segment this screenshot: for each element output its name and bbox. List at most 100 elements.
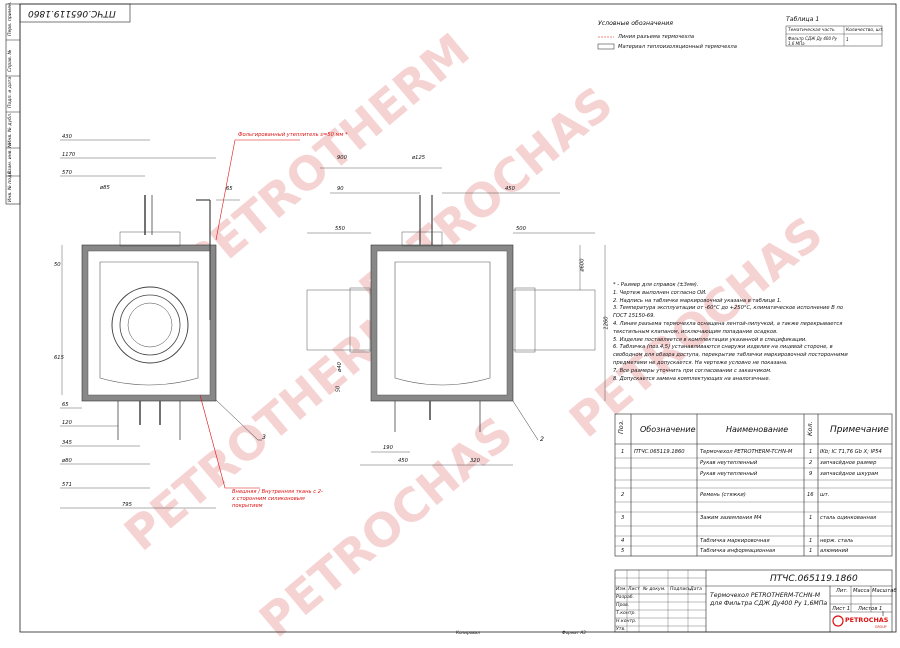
- dim-label: 430: [62, 134, 72, 140]
- spec-name: Табличка маркировочная: [700, 538, 770, 544]
- tb-sheets: Листов 1: [858, 606, 883, 612]
- leader-number: 3: [262, 434, 266, 441]
- spec-qty: 9: [809, 471, 813, 477]
- tb-lit: Лит.: [836, 588, 848, 594]
- dim-label: 50: [335, 385, 342, 393]
- title-name-line2: для Фильтра СДЖ Ду400 Ру 1,6МПа: [710, 600, 828, 607]
- note-line: предметами не допускается. На чертеже ус…: [613, 359, 788, 366]
- spec-note: алюминий: [820, 548, 849, 554]
- note-line: текстильным клапаном, исключающим попада…: [613, 328, 778, 335]
- footer-format: Формат А3: [562, 630, 586, 635]
- note-line: ГОСТ 15150-69.: [613, 313, 656, 320]
- dim-label: 571: [62, 482, 72, 488]
- legend-title: Условные обозначения: [598, 20, 674, 27]
- tb-col-header: Изм.: [616, 587, 627, 592]
- title-block-grid: [614, 569, 893, 633]
- note-line: 6. Табличка (поз.4,5) устанавливаются сн…: [613, 344, 833, 351]
- note-line: свободном для обзора доступа, перекрытие…: [613, 352, 848, 359]
- spec-note: запчасйдное шкурам: [820, 471, 879, 477]
- table1-col2: Количество, шт.: [846, 28, 884, 33]
- tb-role: Пров.: [616, 603, 630, 608]
- note-line: 4. Линия разъема термочехла оснащена лен…: [613, 320, 843, 327]
- spec-name: Ремень (стяжки): [700, 492, 746, 498]
- spec-name: Рукав неутепленный: [700, 471, 758, 477]
- dim-label: 1260: [603, 316, 610, 330]
- spec-note: шт.: [820, 492, 830, 498]
- note-line: 1. Чертеж выполнен согласно ОИ.: [613, 289, 707, 296]
- table1-title: Таблица 1: [786, 16, 820, 23]
- dim-label: 345: [62, 440, 72, 446]
- dim-label: 50: [54, 262, 61, 268]
- sidebar-label: Инв. № дубл.: [8, 112, 13, 144]
- sidebar-label: Справ. №: [8, 49, 13, 72]
- tb-mass: Масса: [853, 588, 870, 594]
- spec-qty: 1: [809, 515, 813, 521]
- spec-note: запчасйдное размер: [820, 460, 877, 466]
- dim-label: 65: [226, 186, 233, 192]
- title-name-line1: Термочехол PETROTHERM-TCHN-M: [710, 592, 821, 599]
- spec-pos: 5: [621, 548, 625, 554]
- dim-label: 900: [337, 155, 347, 161]
- tb-col-header: № докум.: [643, 587, 666, 592]
- dim-label: 570: [62, 170, 72, 176]
- title-code: ПТЧС.065119.1860: [770, 574, 858, 584]
- dim-label: ø85: [100, 185, 110, 191]
- tb-col-header: Лист: [628, 587, 640, 592]
- spec-code: ПТЧС.065119.1860: [634, 449, 685, 455]
- dim-label: 65: [62, 402, 69, 408]
- leader-number: 2: [540, 436, 544, 443]
- tb-scale: Масштаб: [872, 588, 897, 594]
- dim-label: 90: [337, 186, 344, 192]
- spec-qty: 1: [809, 538, 813, 544]
- spec-header-name: Наименование: [726, 425, 789, 434]
- spec-name: Рукав неутепленный: [700, 460, 758, 466]
- dim-label: 795: [122, 502, 132, 508]
- note-line: * - Размер для справок (±3мм).: [613, 282, 699, 288]
- table1-row-qty: 1: [846, 38, 849, 43]
- right-view: [306, 167, 606, 466]
- tb-sheet: Лист 1: [832, 606, 851, 612]
- spec-note: нерж. сталь: [820, 538, 854, 544]
- tb-role: Т.контр.: [616, 611, 636, 616]
- spec-note: сталь оцинкованная: [820, 515, 877, 521]
- dim-label: 1170: [62, 152, 76, 158]
- spec-qty: 1: [809, 548, 813, 554]
- spec-note: IKb; IC T1,T6 Gb X; IP54: [820, 449, 882, 455]
- spec-grid: [614, 413, 893, 557]
- dim-label: ø600: [579, 258, 586, 272]
- sidebar-label: Подп. и дата: [8, 76, 13, 108]
- footer-copied: Копировал: [456, 630, 480, 635]
- spec-header-note: Примечание: [830, 425, 889, 435]
- tb-col-header: Подпись: [670, 587, 691, 592]
- left-view: [60, 139, 240, 509]
- tb-role: Разраб.: [616, 595, 635, 600]
- note-line: 5. Изделие поставляется в комплектации у…: [613, 336, 807, 343]
- table1-col1: Тематическая часть: [788, 28, 835, 33]
- brand-name: PETROCHAS: [845, 616, 889, 624]
- tb-col-header: Дата: [690, 587, 702, 592]
- spec-header-code: Обозначение: [640, 425, 696, 434]
- spec-qty: 16: [807, 492, 814, 498]
- tb-role: Утв.: [616, 627, 626, 632]
- spec-pos: 1: [621, 449, 625, 455]
- spec-pos: 4: [621, 538, 625, 544]
- callout-fabric: Внешняя / Внутренняя ткань с 2-х сторонн…: [232, 489, 323, 509]
- brand-sub: GROUP: [875, 625, 887, 629]
- spec-name: Табличка информационная: [700, 548, 776, 554]
- dim-label: 450: [505, 186, 515, 192]
- brand-logo-icon: [832, 615, 844, 627]
- sidebar-label: Перв. примен.: [8, 1, 13, 37]
- dim-label: ø125: [412, 155, 426, 161]
- note-line: 8. Допускается замена комплектующих на а…: [613, 375, 771, 382]
- tb-role: Н.контр.: [616, 619, 637, 624]
- note-line: 7. Все размеры уточнить при согласовании…: [613, 367, 772, 374]
- dim-label: 450: [398, 458, 408, 464]
- spec-qty: 2: [809, 460, 813, 466]
- dim-label: ø40: [336, 362, 343, 372]
- sidebar-label: Инв. № подл.: [8, 170, 13, 202]
- spec-header-qty: Кол.: [806, 421, 814, 436]
- spec-pos: 2: [621, 492, 625, 498]
- dim-label: 120: [62, 420, 72, 426]
- spec-name: Термочехол PETROTHERM-TCHN-M: [700, 449, 793, 455]
